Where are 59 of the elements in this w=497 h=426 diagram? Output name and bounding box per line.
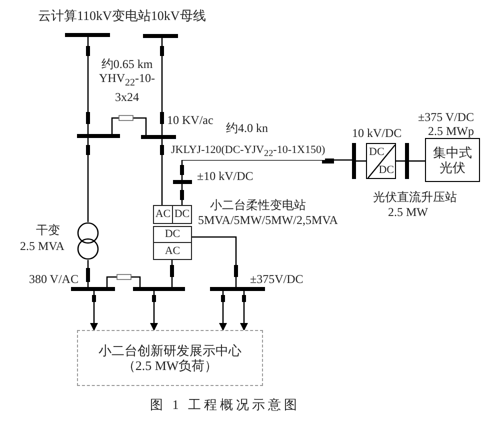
voltage-label: ±10 kV/DC (197, 169, 254, 183)
busbar (210, 287, 265, 291)
busbar (405, 143, 409, 179)
busbar (352, 143, 356, 179)
converter-box (366, 143, 396, 179)
edge-label: JKLYJ-120(DC-YJV$_{22}$-10-1X150) (171, 143, 326, 160)
connector-line (161, 38, 163, 135)
cable-label: 约0.65 km YHV$_{22}$-10-3x24 (98, 57, 156, 104)
distance-label: 约4.0 kn (226, 121, 268, 135)
caption: 图 1 工程概况示意图 (150, 398, 300, 412)
connector-line (171, 260, 173, 287)
voltage-label: ±375V/DC (250, 272, 304, 286)
rating-label: 5MVA/5MW/5MW/2,5MVA (198, 213, 338, 227)
connector-line (409, 160, 425, 162)
bus-title: 云计算110kV变电站10kV母线 (38, 9, 206, 23)
converter-label: DC (378, 163, 394, 177)
converter-section: AC (153, 205, 173, 224)
busbar (133, 287, 185, 291)
busbar (141, 135, 176, 139)
converter-section: DC (153, 226, 192, 243)
connector-line (111, 117, 147, 135)
transformer-symbol (77, 222, 99, 260)
arrow (90, 291, 98, 331)
rating-label: 2.5 MVA (20, 239, 64, 253)
connector-line (192, 236, 237, 287)
pv-label: 集中式光伏 (432, 145, 473, 175)
connector-line (106, 276, 141, 287)
busbar (77, 134, 120, 138)
busbar (173, 180, 192, 184)
pv-box (425, 138, 480, 182)
busbar (65, 33, 110, 37)
connector-line (87, 138, 89, 222)
voltage-label: 10 KV/ac (167, 113, 214, 127)
substation-block (153, 205, 192, 260)
connector-line (181, 184, 183, 205)
connector-line (161, 139, 163, 205)
voltage-label: 380 V/AC (29, 272, 78, 286)
connector-line (87, 260, 89, 287)
load-label: 小二台创新研发展示中心 (98, 343, 242, 358)
connector-line (356, 160, 366, 162)
rating-label: 干变 (36, 223, 60, 237)
converter-label: DC (369, 145, 384, 159)
voltage-label: 10 kV/DC (352, 126, 402, 140)
busbar (143, 34, 178, 38)
converter-section: AC (153, 242, 192, 260)
busbar (71, 287, 115, 291)
rating-label: 小二台柔性变电站 (210, 198, 306, 212)
arrow (240, 291, 248, 331)
rating-label: 2.5 MW (388, 205, 428, 219)
rating-label: 光伏直流升压站 (373, 190, 457, 204)
converter-section: DC (172, 205, 192, 224)
rating-label: 2.5 MWp (428, 124, 474, 138)
connector-line (87, 37, 89, 134)
load-area (77, 330, 263, 386)
rating-label: ±375 V/DC (418, 110, 474, 124)
connector-line (181, 159, 352, 180)
arrow (150, 291, 158, 331)
load-label: （2.5 MW负荷） (122, 358, 218, 373)
arrow (219, 291, 227, 331)
